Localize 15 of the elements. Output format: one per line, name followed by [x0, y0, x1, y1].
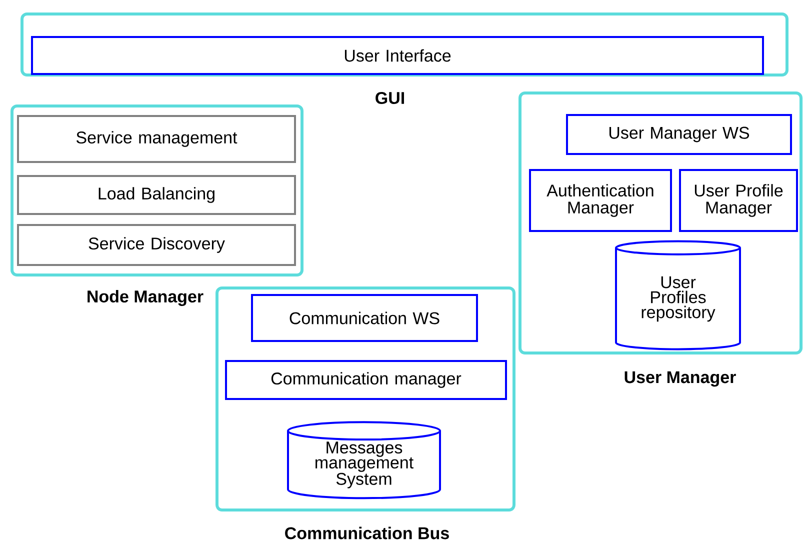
database-cylinder: User Profiles repository	[615, 240, 741, 350]
database-cylinder: Messages management System	[287, 421, 441, 500]
component-box: Communication WS	[251, 294, 478, 342]
component-box: Load Balancing	[17, 175, 296, 215]
panel-title: Node Manager	[88, 290, 204, 306]
component-box: User Manager WS	[566, 114, 792, 155]
component-box: Authentication Manager	[529, 169, 672, 232]
panel-title: Communication Bus	[285, 526, 449, 540]
component-box: User Interface	[31, 36, 764, 75]
panel-title: GUI	[376, 92, 404, 104]
component-box: User Profile Manager	[679, 169, 798, 232]
component-box: Communication manager	[225, 360, 507, 400]
component-box: Service management	[17, 115, 296, 163]
panel-title: User Manager	[624, 371, 736, 387]
component-box: Service Discovery	[17, 224, 296, 266]
